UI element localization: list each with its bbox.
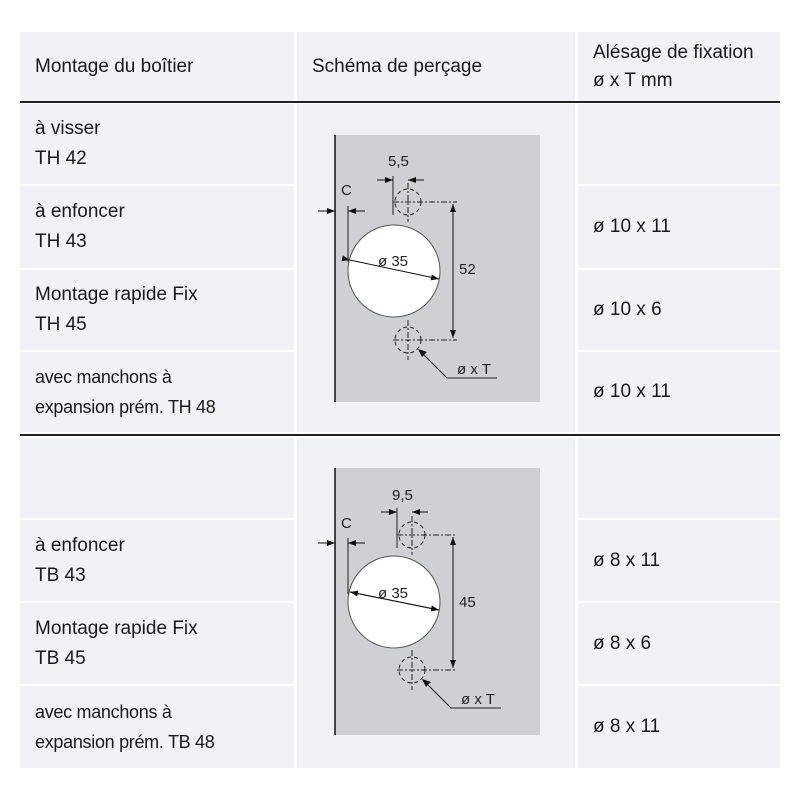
cup-label: ø 35	[378, 253, 408, 270]
header-montage: Montage du boîtier	[20, 32, 294, 102]
table-row: Montage rapide Fix TB 45	[20, 603, 294, 684]
row-line1: Montage rapide Fix	[35, 284, 198, 305]
header-divider	[20, 101, 780, 103]
header-label: Alésage de fixation	[593, 42, 754, 63]
group-divider	[20, 434, 780, 436]
value-cell: ø 10 x 6	[578, 270, 780, 350]
header-schema: Schéma de perçage	[297, 32, 575, 102]
row-line2: TB 43	[35, 564, 86, 586]
hole-label: ø x T	[457, 361, 491, 378]
table-row: avec manchons à expansion prém. TB 48	[20, 686, 294, 768]
value-cell	[578, 104, 780, 184]
value-cell	[578, 438, 780, 518]
value: ø 10 x 6	[593, 299, 662, 320]
header-label: Montage du boîtier	[35, 56, 194, 77]
row-line1: à visser	[35, 118, 101, 139]
table-row	[20, 438, 294, 518]
row-line1: avec manchons à	[35, 367, 172, 387]
cup-hole	[347, 224, 441, 318]
value-cell: ø 8 x 11	[578, 686, 780, 768]
drilling-diagram-tb: ø 35 45 9,5 C ø x T	[318, 468, 540, 735]
offset-label: 9,5	[392, 487, 413, 504]
table-row: à enfoncer TH 43	[20, 186, 294, 268]
row-line1: à enfoncer	[35, 201, 125, 222]
spacing-label: 52	[459, 261, 476, 278]
table-row: à enfoncer TB 43	[20, 520, 294, 601]
table-row: à visser TH 42	[20, 104, 294, 184]
row-line1: avec manchons à	[35, 702, 172, 722]
spacing-label: 45	[459, 594, 476, 611]
value: ø 8 x 11	[593, 716, 661, 737]
row-line2: TB 45	[35, 647, 86, 669]
value: ø 10 x 11	[593, 216, 671, 237]
drilling-diagram-th: ø 35 52 5,5 C ø x T	[318, 135, 540, 402]
table-row: Montage rapide Fix TH 45	[20, 270, 294, 350]
hole-label: ø x T	[461, 691, 495, 708]
table-row: avec manchons à expansion prém. TH 48	[20, 352, 294, 432]
value: ø 8 x 6	[593, 632, 652, 654]
row-line2: expansion prém. TH 48	[35, 397, 216, 417]
row-line2: TH 43	[35, 231, 87, 252]
row-line2: TH 45	[35, 314, 87, 335]
c-label: C	[341, 182, 352, 199]
row-line1: à enfoncer	[35, 534, 125, 556]
value: ø 8 x 11	[593, 549, 661, 571]
cup-hole	[347, 555, 441, 649]
header-unit: ø x T mm	[593, 70, 673, 91]
cup-label: ø 35	[378, 585, 408, 602]
header-label: Schéma de perçage	[312, 56, 483, 77]
row-line2: TH 42	[35, 148, 87, 169]
row-line2: expansion prém. TB 48	[35, 732, 215, 752]
c-label: C	[341, 515, 352, 532]
value: ø 10 x 11	[593, 381, 671, 402]
value-cell: ø 10 x 11	[578, 186, 780, 268]
value-cell: ø 8 x 6	[578, 603, 780, 684]
value-cell: ø 10 x 11	[578, 352, 780, 432]
row-line1: Montage rapide Fix	[35, 617, 198, 639]
value-cell: ø 8 x 11	[578, 520, 780, 601]
offset-label: 5,5	[388, 153, 409, 170]
header-alesage: Alésage de fixation ø x T mm	[578, 32, 780, 102]
